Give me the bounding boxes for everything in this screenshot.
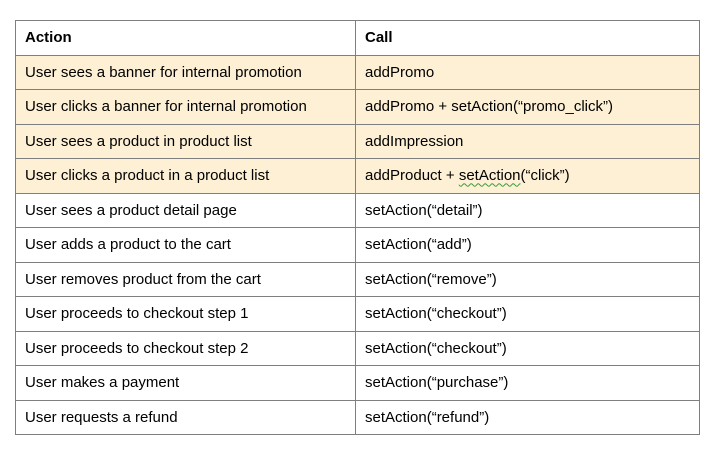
- table-row: User removes product from the cart setAc…: [15, 261, 700, 297]
- call-cell: setAction(“purchase”): [355, 365, 700, 401]
- call-cell: setAction(“checkout”): [355, 296, 700, 332]
- call-cell: addPromo: [355, 54, 700, 90]
- table-row: User proceeds to checkout step 1 setActi…: [15, 296, 700, 332]
- table-row: User sees a product in product list addI…: [15, 123, 700, 159]
- table-row: User clicks a banner for internal promot…: [15, 89, 700, 125]
- call-cell: setAction(“checkout”): [355, 330, 700, 366]
- call-cell: setAction(“detail”): [355, 192, 700, 228]
- call-cell: setAction(“refund”): [355, 399, 700, 435]
- action-cell: User proceeds to checkout step 1: [15, 296, 356, 332]
- action-cell: User clicks a product in a product list: [15, 158, 356, 194]
- action-cell: User sees a product detail page: [15, 192, 356, 228]
- call-cell: setAction(“remove”): [355, 261, 700, 297]
- action-cell: User requests a refund: [15, 399, 356, 435]
- table-row: User requests a refund setAction(“refund…: [15, 399, 700, 435]
- table-header-row: Action Call: [15, 20, 700, 56]
- spellcheck-flagged-word: setAction: [458, 167, 521, 185]
- table-row: User proceeds to checkout step 2 setActi…: [15, 330, 700, 366]
- table-row: User clicks a product in a product list …: [15, 158, 700, 194]
- action-cell: User adds a product to the cart: [15, 227, 356, 263]
- table-row: User adds a product to the cart setActio…: [15, 227, 700, 263]
- action-cell: User sees a product in product list: [15, 123, 356, 159]
- header-call: Call: [355, 20, 700, 56]
- action-cell: User removes product from the cart: [15, 261, 356, 297]
- table-row: User sees a banner for internal promotio…: [15, 54, 700, 90]
- table-row: User makes a payment setAction(“purchase…: [15, 365, 700, 401]
- call-suffix: (“click”): [520, 167, 570, 185]
- action-cell: User makes a payment: [15, 365, 356, 401]
- action-call-table: Action Call User sees a banner for inter…: [15, 20, 700, 435]
- call-cell: addProduct + setAction(“click”): [355, 158, 700, 194]
- table-row: User sees a product detail page setActio…: [15, 192, 700, 228]
- action-cell: User proceeds to checkout step 2: [15, 330, 356, 366]
- call-cell: setAction(“add”): [355, 227, 700, 263]
- action-cell: User sees a banner for internal promotio…: [15, 54, 356, 90]
- action-cell: User clicks a banner for internal promot…: [15, 89, 356, 125]
- header-action: Action: [15, 20, 356, 56]
- call-prefix: addProduct +: [365, 167, 459, 185]
- action-call-table-container: Action Call User sees a banner for inter…: [15, 20, 700, 435]
- call-cell: addImpression: [355, 123, 700, 159]
- call-cell: addPromo + setAction(“promo_click”): [355, 89, 700, 125]
